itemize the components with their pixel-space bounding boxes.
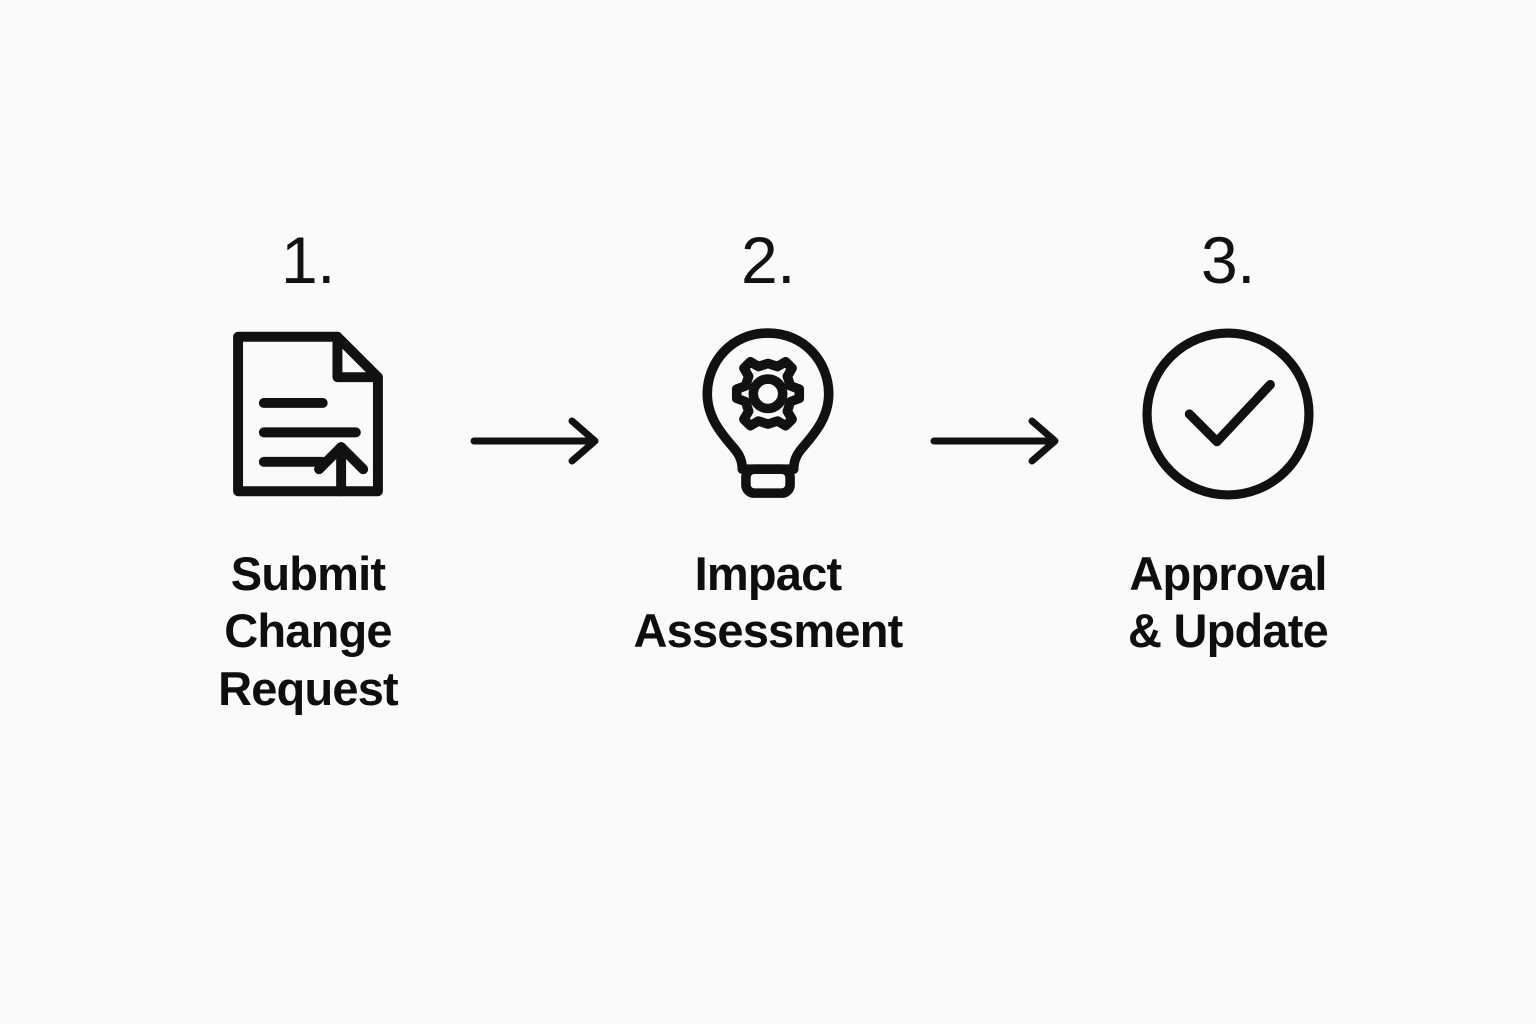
step-number-3: 3. — [1200, 223, 1256, 297]
process-step-2: 2. Impact Assessment — [618, 225, 918, 660]
flow-connector-2 — [918, 225, 1078, 469]
arrow-right-icon — [930, 417, 1059, 465]
step-label-3: Approval & Update — [1128, 547, 1329, 658]
process-step-3: 3. Approval & Update — [1078, 225, 1378, 660]
step-label-2: Impact Assessment — [633, 547, 904, 658]
lightbulb-gear-icon — [673, 319, 863, 509]
step-number-2: 2. — [740, 223, 796, 297]
flow-connector-1 — [458, 225, 618, 469]
step-label-1: Submit Change Request — [218, 547, 399, 715]
document-upload-icon — [213, 319, 403, 509]
check-circle-icon — [1133, 319, 1323, 509]
step-number-1: 1. — [280, 223, 336, 297]
arrow-right-icon — [470, 417, 599, 465]
process-step-1: 1. Submit Change Request — [158, 225, 458, 717]
process-flow: 1. Submit Change Request — [0, 225, 1536, 717]
